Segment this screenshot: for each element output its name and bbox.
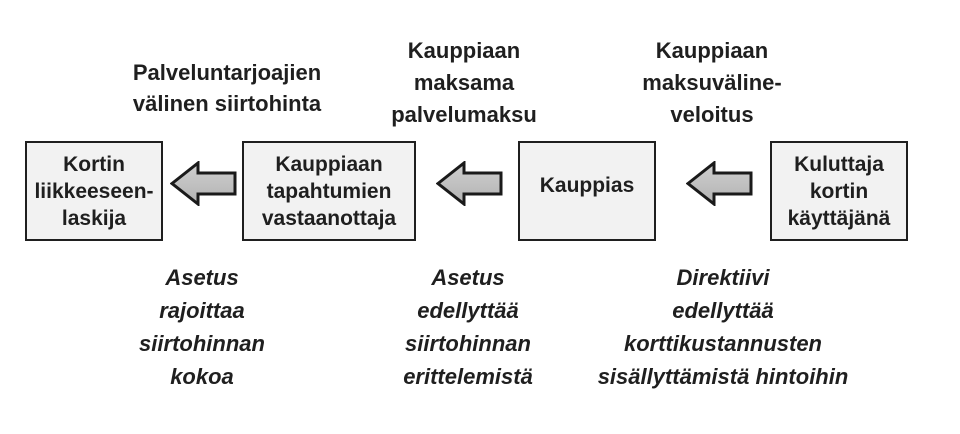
box-consumer: Kuluttaja kortin käyttäjänä [770, 141, 908, 241]
arrow-merchant-to-acquirer [436, 161, 503, 206]
box-line: Kauppiaan [275, 152, 383, 176]
note-line: siirtohinnan [405, 331, 531, 356]
box-line: Kauppias [539, 173, 635, 197]
label-line: Palveluntarjoajien [132, 60, 322, 85]
left-arrow-icon [436, 161, 503, 206]
label-interchange-fee: Palveluntarjoajien välinen siirtohinta [133, 57, 321, 119]
note-line: sisällyttämistä hintoihin [597, 364, 849, 389]
note-directive-card-costs: Direktiivi edellyttää korttikustannusten… [598, 261, 849, 393]
box-merchant: Kauppias [518, 141, 656, 241]
label-line: Kauppiaan [407, 38, 521, 63]
box-card-issuer: Kortin liikkeeseen- laskija [25, 141, 163, 241]
note-line: Asetus [165, 265, 239, 290]
arrow-acquirer-to-issuer [170, 161, 237, 206]
note-regulation-caps-interchange: Asetus rajoittaa siirtohinnan kokoa [139, 261, 265, 393]
label-line: välinen siirtohinta [132, 91, 322, 116]
box-line: tapahtumien [266, 179, 392, 203]
label-line: Kauppiaan [655, 38, 769, 63]
arrow-consumer-to-merchant [686, 161, 753, 206]
note-line: Asetus [431, 265, 505, 290]
label-merchant-surcharge: Kauppiaan maksuväline- veloitus [642, 35, 781, 131]
note-line: korttikustannusten [623, 331, 823, 356]
box-line: käyttäjänä [787, 206, 891, 230]
note-line: Direktiivi [676, 265, 770, 290]
left-arrow-icon [686, 161, 753, 206]
note-line: edellyttää [417, 298, 519, 323]
note-line: rajoittaa [159, 298, 245, 323]
box-line: kortin [809, 179, 869, 203]
box-acquirer: Kauppiaan tapahtumien vastaanottaja [242, 141, 416, 241]
note-line: siirtohinnan [139, 331, 265, 356]
left-arrow-icon [170, 161, 237, 206]
note-line: edellyttää [672, 298, 774, 323]
box-line: vastaanottaja [261, 206, 397, 230]
box-line: liikkeeseen- [34, 179, 154, 203]
label-line: maksuväline- [642, 70, 782, 95]
note-regulation-unbundling: Asetus edellyttää siirtohinnan erittelem… [403, 261, 533, 393]
note-line: erittelemistä [403, 364, 533, 389]
label-line: veloitus [670, 102, 754, 127]
box-line: laskija [61, 206, 127, 230]
label-line: maksama [413, 70, 515, 95]
label-line: palvelumaksu [391, 102, 537, 127]
box-line: Kuluttaja [794, 152, 884, 176]
box-line: Kortin [63, 152, 125, 176]
note-line: kokoa [170, 364, 234, 389]
label-merchant-service-fee: Kauppiaan maksama palvelumaksu [391, 35, 537, 131]
